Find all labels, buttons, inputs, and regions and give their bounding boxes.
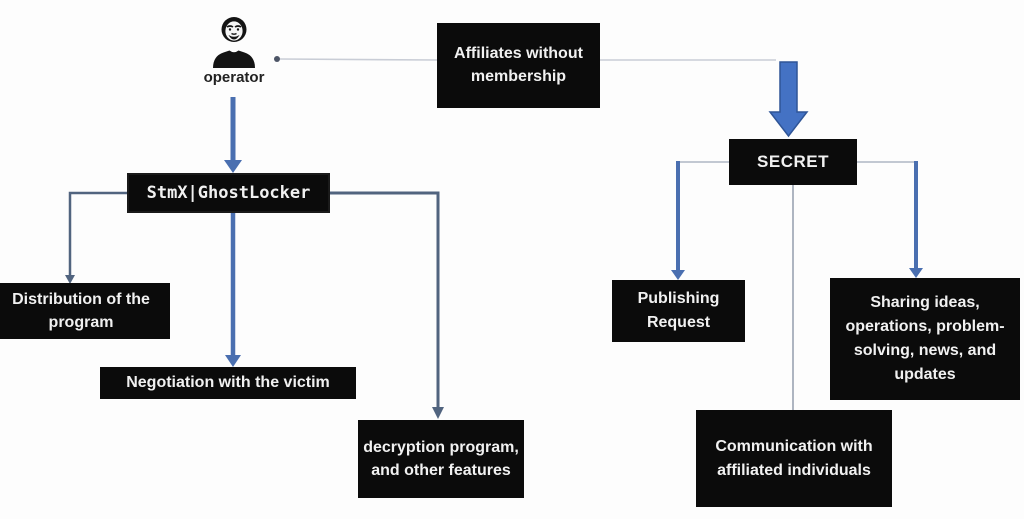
node-stmx-ghostlocker: StmX|GhostLocker	[127, 173, 330, 213]
node-communication-affiliated: Communication with affiliated individual…	[696, 410, 892, 507]
edge-stmx-to-distribution	[68, 191, 127, 277]
edge-secret-to-sharing-arrowhead	[909, 268, 923, 278]
edge-secret-to-publishing-arrowhead	[671, 270, 685, 280]
node-distribution-of-program: Distribution of the program	[0, 283, 170, 339]
node-negotiation-with-victim: Negotiation with the victim	[100, 367, 356, 399]
operator-avatar-icon	[213, 17, 255, 68]
node-affiliates-without-membership: Affiliates without membership	[437, 23, 600, 108]
node-secret: SECRET	[729, 139, 857, 185]
edge-stmx-to-decryption-arrowhead	[432, 407, 444, 419]
node-decryption-program: decryption program, and other features	[358, 420, 524, 498]
block-arrow-into-secret	[768, 61, 809, 138]
edge-operator-to-stmx-arrowhead	[224, 160, 242, 173]
edge-affiliates-to-operator-arrowhead	[274, 56, 280, 62]
operator-node: operator	[195, 16, 273, 94]
node-sharing-ideas: Sharing ideas, operations, problem-solvi…	[830, 278, 1020, 400]
edge-stmx-to-negotiation-arrowhead	[225, 355, 241, 367]
operator-label: operator	[203, 69, 265, 86]
node-publishing-request: Publishing Request	[612, 280, 745, 342]
edge-affiliates-to-operator	[279, 58, 438, 61]
